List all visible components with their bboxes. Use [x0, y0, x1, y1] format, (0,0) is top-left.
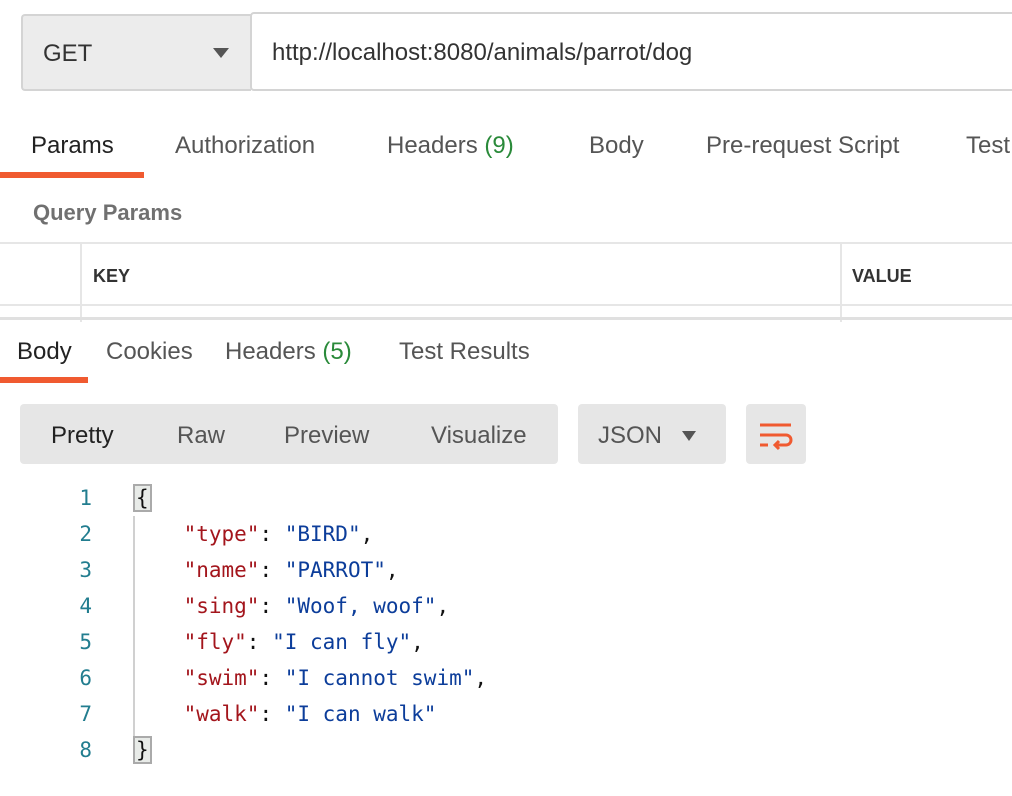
line-number: 8 [79, 738, 92, 762]
wrap-lines-button[interactable] [746, 404, 806, 464]
value-column-header: VALUE [852, 266, 912, 286]
column-divider [80, 244, 82, 322]
format-select[interactable]: JSON [578, 404, 726, 464]
line-number: 5 [79, 630, 92, 654]
json-value: "I cannot swim" [284, 666, 475, 690]
view-visualize-button[interactable]: Visualize [431, 422, 527, 449]
line-number: 6 [79, 666, 92, 690]
response-tab-cookies[interactable]: Cookies [106, 338, 193, 366]
tab-label: Authorization [175, 132, 316, 159]
wrap-lines-icon [760, 423, 793, 451]
code-line: "fly": "I can fly", [183, 630, 424, 654]
view-preview-button[interactable]: Preview [284, 422, 370, 449]
code-line: "type": "BIRD", [183, 522, 374, 546]
pane-divider[interactable] [0, 317, 1012, 320]
chevron-down-icon [213, 48, 229, 58]
tab-body[interactable]: Body [589, 132, 644, 160]
method-label: GET [43, 40, 93, 67]
code-line: "swim": "I cannot swim", [183, 666, 488, 690]
response-tab-headers[interactable]: Headers (5) [225, 338, 352, 366]
headers-count: (9) [484, 132, 514, 159]
json-key: "swim" [183, 666, 260, 690]
json-key: "sing" [183, 594, 260, 618]
code-line: "name": "PARROT", [183, 558, 399, 582]
indent-guide [133, 516, 135, 746]
json-separator: , [385, 558, 399, 582]
tab-label: Body [589, 132, 644, 159]
json-value: "Woof, woof" [284, 594, 437, 618]
line-number: 1 [79, 486, 92, 510]
tab-params[interactable]: Params [31, 132, 114, 160]
line-number: 7 [79, 702, 92, 726]
line-number: 4 [79, 594, 92, 618]
code-line: "walk": "I can walk" [183, 702, 437, 726]
tab-label: Cookies [106, 338, 193, 365]
params-table: KEY VALUE [0, 242, 1012, 322]
tab-label: Test [966, 132, 1011, 159]
tab-label: Headers [225, 338, 316, 365]
response-tab-body[interactable]: Body [17, 338, 72, 366]
url-input[interactable]: http://localhost:8080/animals/parrot/dog [250, 12, 1012, 91]
active-tab-indicator [0, 172, 144, 178]
json-value: "BIRD" [284, 522, 361, 546]
tab-label: Pre-request Script [706, 132, 900, 159]
code-line: "sing": "Woof, woof", [183, 594, 450, 618]
tab-label: Body [17, 338, 72, 365]
json-value: "PARROT" [284, 558, 386, 582]
tab-label: Headers [387, 132, 478, 159]
column-divider [840, 244, 842, 322]
json-separator: , [411, 630, 424, 654]
tab-tests[interactable]: Test [966, 132, 1010, 160]
json-key: "type" [183, 522, 260, 546]
chevron-down-icon [682, 431, 696, 441]
json-separator: , [474, 666, 488, 690]
json-separator: , [360, 522, 374, 546]
json-key: "walk" [183, 702, 260, 726]
json-value: "I can fly" [272, 630, 412, 654]
line-number: 2 [79, 522, 92, 546]
method-select[interactable]: GET [21, 14, 251, 91]
url-text: http://localhost:8080/animals/parrot/dog [272, 39, 693, 66]
view-pretty-button[interactable]: Pretty [51, 422, 114, 449]
json-key: "fly" [183, 630, 247, 654]
view-raw-button[interactable]: Raw [177, 422, 226, 449]
tab-headers[interactable]: Headers (9) [387, 132, 514, 160]
close-brace: } [133, 736, 152, 764]
key-column-header: KEY [93, 266, 131, 286]
tab-label: Test Results [399, 338, 530, 365]
active-response-tab-indicator [0, 377, 88, 383]
tab-pre-request-script[interactable]: Pre-request Script [706, 132, 899, 160]
json-separator: , [436, 594, 450, 618]
query-params-title: Query Params [33, 200, 183, 225]
code-line: } [133, 736, 152, 764]
response-tab-test-results[interactable]: Test Results [399, 338, 530, 366]
format-label: JSON [598, 422, 663, 449]
line-number: 3 [79, 558, 92, 582]
json-key: "name" [183, 558, 260, 582]
code-line: { [133, 484, 152, 512]
headers-count: (5) [322, 338, 352, 365]
open-brace: { [133, 484, 152, 512]
tab-authorization[interactable]: Authorization [175, 132, 315, 160]
view-mode-group: Pretty Raw Preview Visualize [20, 404, 558, 464]
tab-label: Params [31, 132, 114, 159]
json-value: "I can walk" [284, 702, 437, 726]
